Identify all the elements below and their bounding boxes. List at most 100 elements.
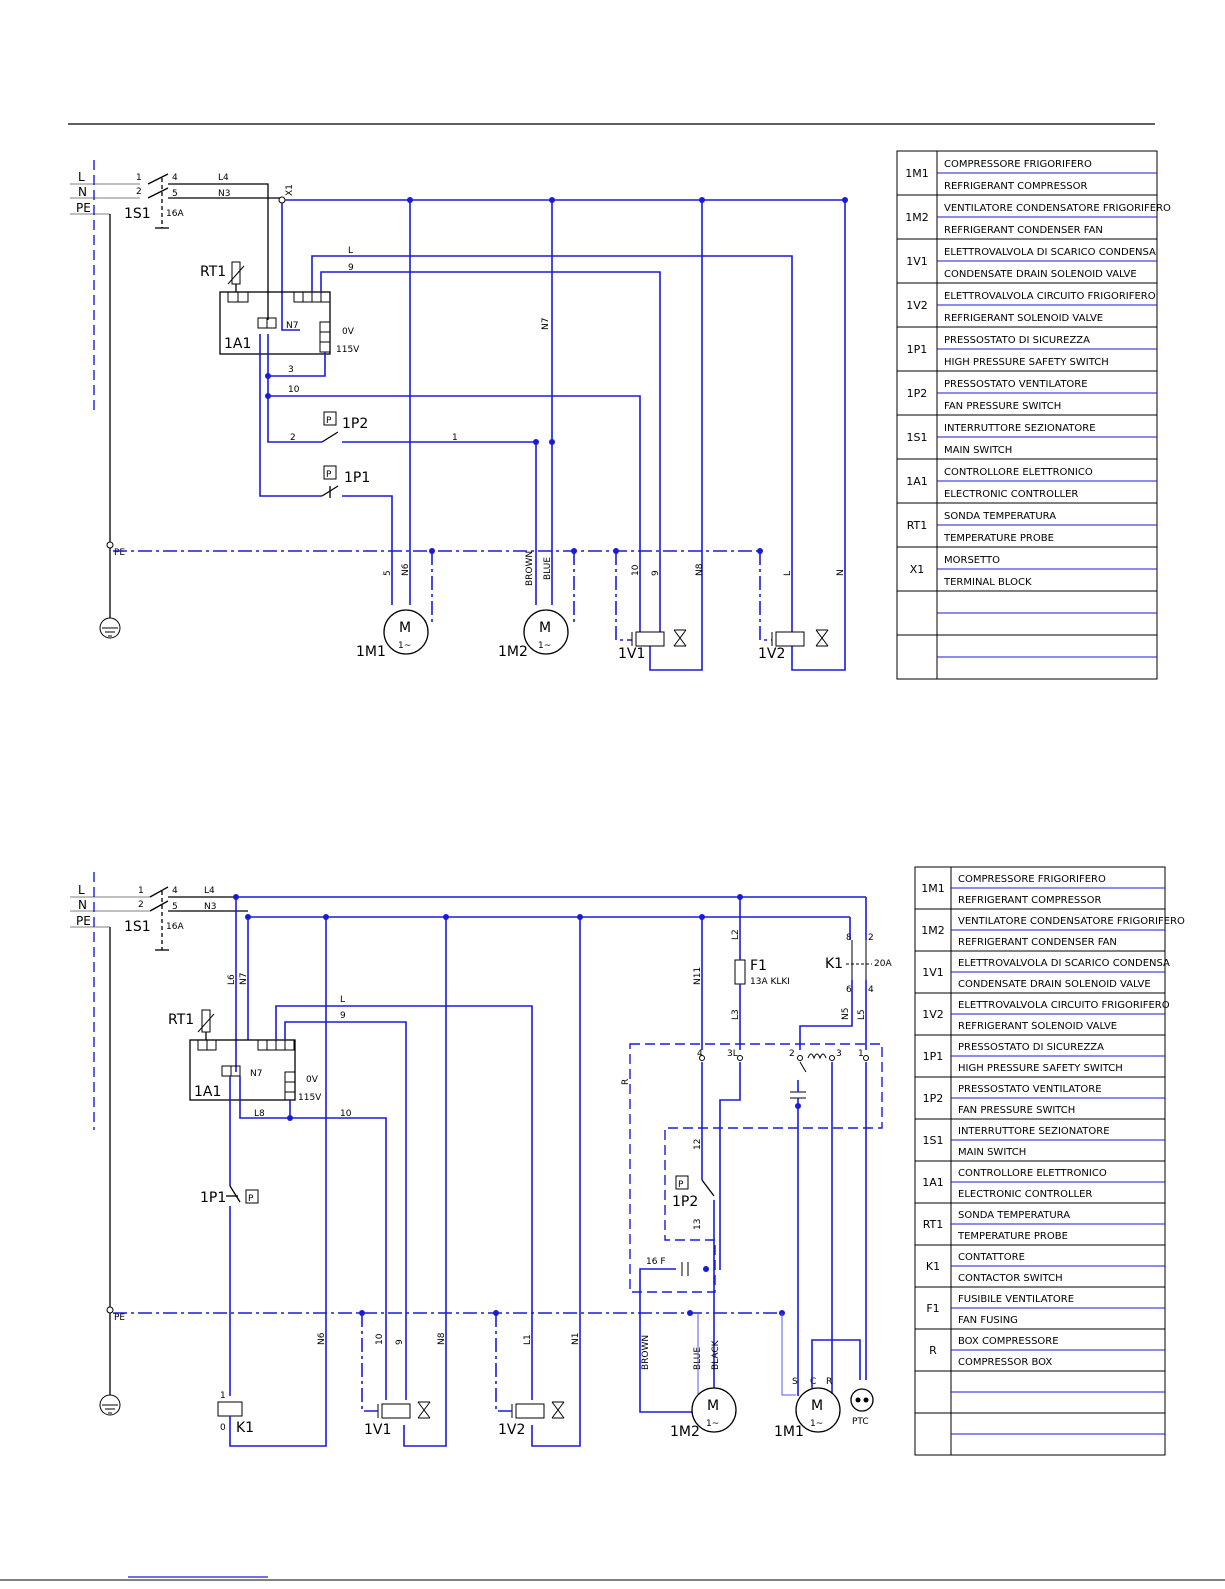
safety-pressure-switch-1p1: P 1P1: [200, 1076, 259, 1396]
temperature-probe-rt1: RT1: [200, 261, 245, 292]
legend-desc-it: ELETTROVALVOLA DI SCARICO CONDENSA: [944, 247, 1156, 258]
svg-text:9: 9: [651, 570, 661, 576]
legend-code: K1: [926, 1260, 940, 1273]
svg-text:BLUE: BLUE: [543, 557, 553, 580]
legend-desc-it: PRESSOSTATO VENTILATORE: [958, 1084, 1102, 1095]
svg-text:P: P: [678, 1180, 684, 1190]
legend-desc-en: REFRIGERANT SOLENOID VALVE: [944, 313, 1103, 324]
svg-text:S: S: [792, 1377, 798, 1387]
svg-text:9: 9: [340, 1011, 346, 1021]
legend-code: 1P2: [907, 387, 928, 400]
svg-text:K1: K1: [825, 956, 843, 972]
svg-text:BROWN: BROWN: [641, 1335, 651, 1370]
legend-desc-it: VENTILATORE CONDENSATORE FRIGORIFERO: [944, 203, 1171, 214]
fan-pressure-switch-1p2: P 1P2 2 1: [267, 396, 536, 443]
svg-text:5: 5: [172, 189, 178, 199]
legend-desc-it: PRESSOSTATO DI SICUREZZA: [958, 1042, 1104, 1053]
svg-text:1S1: 1S1: [124, 919, 151, 935]
legend-code: 1P1: [907, 343, 928, 356]
legend-desc-it: INTERRUTTORE SEZIONATORE: [958, 1126, 1110, 1137]
svg-text:C: C: [810, 1377, 816, 1387]
compressor-motor-1m1: M 1~ 1M1 S C R: [774, 1377, 841, 1440]
svg-text:L2: L2: [731, 929, 741, 940]
svg-text:2: 2: [138, 900, 144, 910]
svg-text:1: 1: [136, 173, 142, 183]
svg-text:0V: 0V: [342, 327, 355, 337]
svg-text:L: L: [348, 246, 353, 256]
svg-text:1: 1: [858, 1049, 864, 1059]
svg-text:L8: L8: [254, 1109, 265, 1119]
drain-valve-1v1: 1V1: [618, 629, 687, 662]
svg-text:4: 4: [172, 886, 178, 896]
svg-text:16A: 16A: [166, 922, 184, 932]
svg-text:R: R: [826, 1377, 832, 1387]
legend-code: 1M1: [905, 167, 929, 180]
svg-text:L: L: [783, 571, 793, 576]
legend-code: F1: [926, 1302, 939, 1315]
svg-text:10: 10: [375, 1333, 385, 1345]
legend-desc-en: CONTACTOR SWITCH: [958, 1273, 1063, 1284]
legend-desc-en: FAN FUSING: [958, 1315, 1018, 1326]
legend-code: RT1: [907, 519, 928, 532]
svg-text:20A: 20A: [874, 959, 892, 969]
svg-text:1P1: 1P1: [200, 1190, 226, 1206]
svg-text:5: 5: [383, 570, 393, 576]
svg-text:3: 3: [288, 365, 294, 375]
legend-desc-it: BOX COMPRESSORE: [958, 1336, 1059, 1347]
supply-n-label: N: [78, 185, 87, 199]
legend-desc-en: REFRIGERANT COMPRESSOR: [958, 895, 1101, 906]
svg-text:13: 13: [693, 1219, 703, 1230]
legend-code: 1S1: [923, 1134, 944, 1147]
ground-icon: [99, 617, 121, 639]
legend-code: 1S1: [907, 431, 928, 444]
svg-text:L6: L6: [227, 974, 237, 985]
svg-text:6: 6: [846, 985, 852, 995]
svg-text:N7: N7: [541, 318, 551, 330]
svg-text:N7: N7: [286, 321, 298, 331]
svg-text:P: P: [326, 416, 332, 426]
svg-text:9: 9: [395, 1339, 405, 1345]
fuse-f1: F1 13A KLKI: [734, 958, 790, 987]
svg-text:N1: N1: [571, 1333, 581, 1345]
svg-text:3L: 3L: [727, 1049, 738, 1059]
svg-text:L4: L4: [204, 886, 215, 896]
svg-text:N: N: [78, 898, 87, 912]
svg-text:M: M: [399, 620, 411, 636]
svg-text:L4: L4: [218, 173, 229, 183]
legend-desc-en: REFRIGERANT CONDENSER FAN: [958, 937, 1117, 948]
svg-text:1V2: 1V2: [758, 646, 785, 662]
svg-text:1M2: 1M2: [498, 644, 528, 660]
legend-code: R: [929, 1344, 937, 1357]
svg-text:115V: 115V: [298, 1093, 322, 1103]
legend-code: 1V1: [906, 255, 928, 268]
controller-label: 1A1: [224, 336, 251, 352]
contactor-coil-k1: 1 0 K1: [217, 1391, 254, 1436]
svg-text:16 F: 16 F: [646, 1257, 666, 1267]
refrigerant-valve-1v2: 1V2: [498, 1401, 565, 1438]
svg-text:K1: K1: [236, 1420, 254, 1436]
diagram-1: L N PE PE 1 2 4 5 1S1 16A L4: [70, 160, 848, 671]
ptc-starter: PTC: [850, 1388, 874, 1427]
svg-text:L5: L5: [857, 1009, 867, 1020]
legend-desc-it: FUSIBILE VENTILATORE: [958, 1294, 1074, 1305]
svg-text:RT1: RT1: [168, 1012, 194, 1028]
legend-desc-it: MORSETTO: [944, 555, 1000, 566]
svg-text:N5: N5: [841, 1008, 851, 1020]
legend-desc-en: REFRIGERANT CONDENSER FAN: [944, 225, 1103, 236]
pe-node-label: PE: [114, 548, 125, 558]
legend-code: RT1: [923, 1218, 944, 1231]
svg-text:8: 8: [846, 933, 852, 943]
svg-text:1M2: 1M2: [670, 1424, 700, 1440]
legend-desc-en: TEMPERATURE PROBE: [943, 533, 1054, 544]
main-switch-1s1: 1 2 4 5 1S1 16A: [124, 886, 184, 951]
legend-desc-it: INTERRUTTORE SEZIONATORE: [944, 423, 1096, 434]
